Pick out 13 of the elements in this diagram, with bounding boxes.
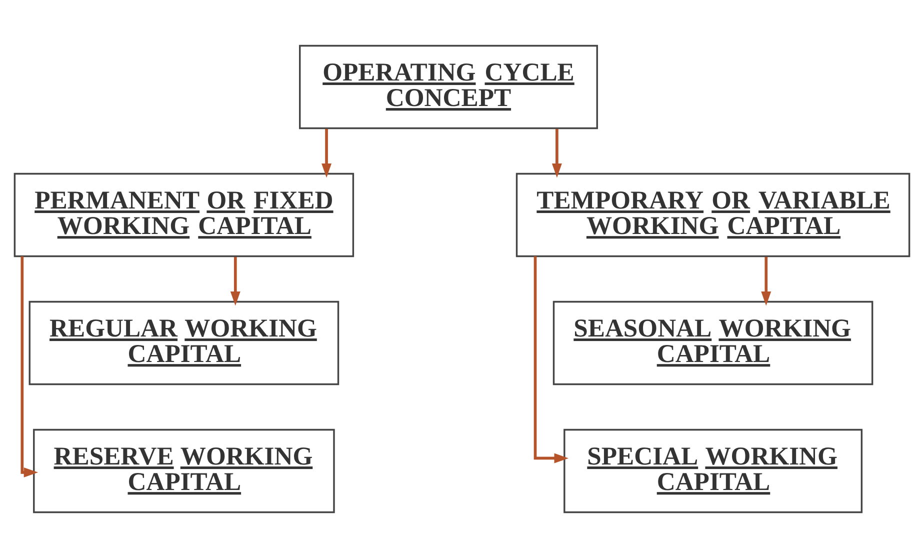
- node-box: TEMPORARY OR VARIABLE WORKING CAPITAL: [515, 172, 910, 257]
- arrow: [230, 256, 240, 306]
- arrow: [533, 256, 568, 463]
- node-box: SPECIAL WORKING CAPITAL: [563, 428, 862, 513]
- arrow: [20, 256, 38, 477]
- arrow: [551, 128, 562, 178]
- node-box: SEASONAL WORKING CAPITAL: [552, 300, 873, 385]
- node-box: REGULAR WORKING CAPITAL: [28, 300, 339, 385]
- node-box: OPERATING CYCLE CONCEPT: [298, 44, 598, 129]
- node-box: RESERVE WORKING CAPITAL: [32, 428, 334, 513]
- node-box: PERMANENT OR FIXED WORKING CAPITAL: [13, 172, 354, 257]
- arrow: [760, 256, 771, 306]
- arrow: [321, 128, 332, 178]
